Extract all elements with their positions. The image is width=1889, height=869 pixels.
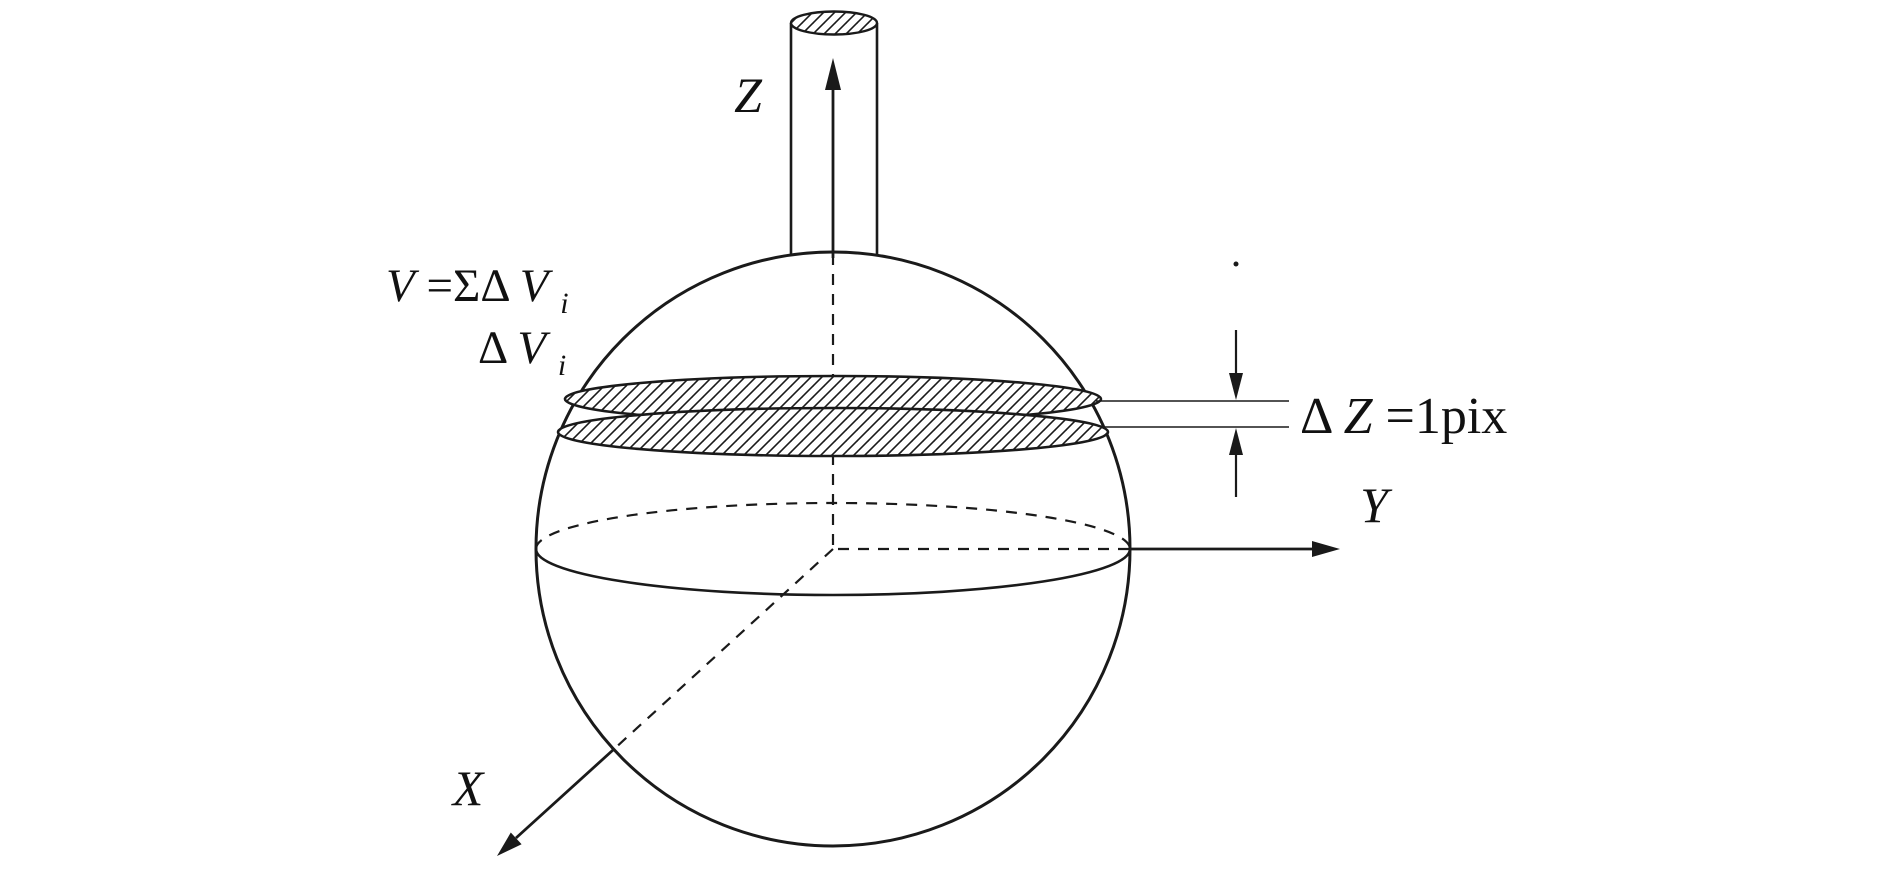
z-axis-label: Z bbox=[734, 67, 763, 123]
slice-term-delta: Δ bbox=[478, 322, 507, 374]
slice-term-var: V bbox=[517, 322, 551, 374]
thickness-arrow-up-head bbox=[1229, 428, 1243, 455]
thickness-arrow-down-head bbox=[1229, 373, 1243, 400]
x-axis-arrowhead bbox=[497, 832, 522, 856]
thickness-label: Δ Z =1pix bbox=[1300, 388, 1507, 445]
volume-formula-label: V =ΣΔ V i bbox=[386, 260, 569, 320]
volume-formula-subscript: i bbox=[560, 287, 568, 320]
volume-formula-lhs: V bbox=[386, 260, 420, 312]
slice-term-label: Δ V i bbox=[478, 322, 566, 382]
equator-back-arc bbox=[534, 501, 1132, 550]
equator-front-arc bbox=[534, 548, 1132, 597]
slice-term-subscript: i bbox=[558, 349, 566, 382]
thickness-value: =1pix bbox=[1386, 388, 1508, 445]
x-axis-dashed bbox=[612, 548, 834, 751]
x-axis-label: X bbox=[451, 760, 486, 816]
slice-lower bbox=[556, 406, 1110, 458]
volume-formula-mid: =ΣΔ bbox=[426, 260, 509, 312]
volume-formula-var: V bbox=[520, 260, 554, 312]
thickness-delta: Δ bbox=[1300, 388, 1332, 445]
y-axis-label: Y bbox=[1360, 477, 1393, 533]
y-axis-arrowhead bbox=[1312, 541, 1340, 557]
z-axis-arrowhead bbox=[825, 58, 841, 90]
leader-tick bbox=[1233, 261, 1239, 267]
thickness-var: Z bbox=[1344, 388, 1374, 445]
capillary-tube-top bbox=[789, 10, 879, 36]
x-axis-arrow bbox=[515, 748, 614, 840]
